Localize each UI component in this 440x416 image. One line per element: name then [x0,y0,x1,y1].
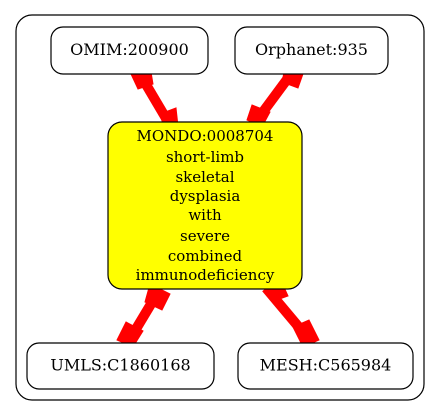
node-umls-label: UMLS:C1860168 [50,356,190,375]
center-node-id: MONDO:0008704 [137,127,274,145]
edge-omim-center [130,65,179,132]
center-node-line-5: severe [180,227,230,245]
center-node-line-3: dysplasia [170,187,241,205]
node-omim: OMIM:200900 [50,26,209,75]
node-mondo: MONDO:0008704 short-limb skeletal dyspla… [107,121,303,290]
node-orphanet: Orphanet:935 [234,26,389,75]
center-node-line-6: combined [168,247,243,265]
node-umls: UMLS:C1860168 [26,342,215,390]
node-omim-label: OMIM:200900 [70,40,189,59]
edge-center-umls [116,283,171,348]
center-node-line-2: skeletal [175,168,234,186]
center-node-line-1: short-limb [166,148,244,166]
node-mesh: MESH:C565984 [237,342,414,390]
cluster-border [15,14,425,401]
node-mesh-label: MESH:C565984 [260,356,392,375]
center-node-line-7: immunodeficiency [136,266,275,284]
center-node-line-4: with [188,206,222,224]
node-orphanet-label: Orphanet:935 [255,40,368,59]
center-node-box [107,121,303,290]
